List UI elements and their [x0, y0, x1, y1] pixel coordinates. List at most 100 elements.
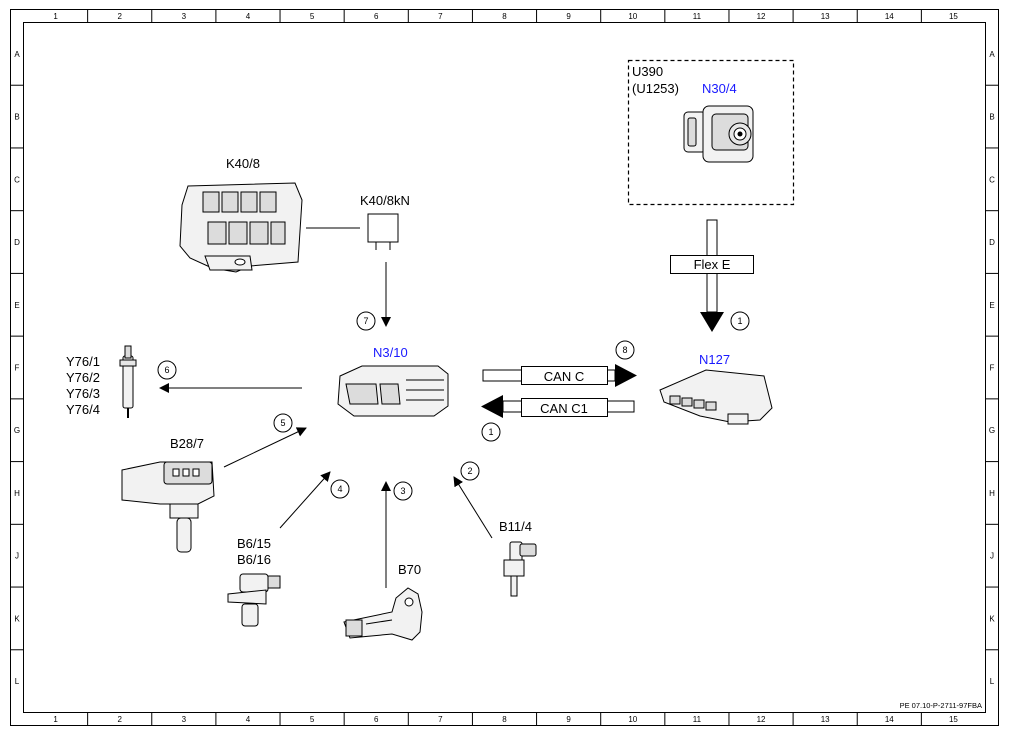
column-label-bottom: 7	[438, 715, 443, 724]
column-label-top: 11	[693, 12, 702, 21]
can-c1-box	[521, 398, 608, 417]
b11-marker-text: 2	[467, 466, 472, 476]
column-label-bottom: 9	[566, 715, 571, 724]
b28-marker	[273, 413, 293, 433]
inner-frame	[23, 22, 986, 713]
row-label-right: E	[989, 301, 994, 310]
row-label-left: K	[14, 614, 20, 623]
column-label-bottom: 11	[693, 715, 702, 724]
y76-1-label: Y76/1	[66, 354, 100, 369]
column-label-top: 5	[310, 12, 315, 21]
b11-4-label: B11/4	[499, 519, 532, 534]
u390-label: U390	[632, 64, 663, 79]
column-label-bottom: 14	[885, 715, 894, 724]
column-label-bottom: 2	[117, 715, 122, 724]
u390-alt-label: (U1253)	[632, 81, 679, 96]
n3-10-label: N3/10	[373, 345, 408, 360]
k40-8-label: K40/8	[226, 156, 260, 171]
n30-4-camera-icon	[683, 105, 754, 163]
column-label-bottom: 4	[246, 715, 251, 724]
row-label-left: H	[14, 489, 20, 498]
b70-label: B70	[398, 562, 421, 577]
column-label-top: 9	[566, 12, 571, 21]
row-label-left: L	[15, 677, 20, 686]
row-label-right: C	[989, 175, 995, 184]
row-label-right: G	[989, 426, 995, 435]
n30-4-label: N30/4	[702, 81, 737, 96]
column-label-bottom: 6	[374, 715, 379, 724]
row-label-right: L	[990, 677, 995, 686]
b6-marker	[330, 479, 350, 499]
b70-marker-text: 3	[400, 486, 405, 496]
can-c1-marker	[481, 422, 501, 442]
column-label-bottom: 8	[502, 715, 507, 724]
y76-injector-icon	[119, 345, 137, 418]
b28-marker-text: 5	[280, 418, 285, 428]
column-label-top: 4	[246, 12, 251, 21]
row-label-right: K	[989, 614, 995, 623]
row-label-left: G	[14, 426, 20, 435]
row-label-right: H	[989, 489, 995, 498]
can-c1-marker-text: 1	[488, 427, 493, 437]
flex-e-box	[670, 255, 754, 274]
outer-frame	[10, 9, 999, 726]
column-label-bottom: 1	[53, 715, 58, 724]
b70-marker	[393, 481, 413, 501]
row-label-left: J	[15, 552, 19, 561]
flex-e-label: Flex E	[694, 257, 731, 272]
row-label-left: F	[15, 364, 20, 373]
b6-to-n3-arrow	[279, 471, 331, 529]
k40-8kn-relay-icon	[367, 213, 399, 250]
row-label-right: J	[990, 552, 994, 561]
row-label-left: C	[14, 175, 20, 184]
can-c1-label: CAN C1	[540, 401, 588, 416]
n127-module-icon	[659, 369, 773, 425]
y76-marker-text: 6	[164, 365, 169, 375]
can-c-marker	[615, 340, 635, 360]
can-c-marker-text: 8	[622, 345, 627, 355]
n127-label: N127	[699, 352, 730, 367]
column-label-top: 14	[885, 12, 894, 21]
column-label-top: 1	[53, 12, 58, 21]
column-label-top: 2	[117, 12, 122, 21]
k40-8-fusebox-icon	[179, 182, 303, 273]
column-label-top: 15	[949, 12, 958, 21]
can-c-label: CAN C	[544, 369, 584, 384]
row-label-right: F	[990, 364, 995, 373]
row-label-left: B	[14, 113, 19, 122]
column-label-bottom: 3	[182, 715, 187, 724]
column-label-top: 8	[502, 12, 507, 21]
b70-sensor-icon	[343, 587, 423, 641]
flex-e-marker	[730, 311, 750, 331]
row-label-left: A	[14, 50, 20, 59]
flex-e-marker-text: 1	[737, 316, 742, 326]
k40-marker	[356, 311, 376, 331]
y76-4-label: Y76/4	[66, 402, 100, 417]
flex-e-bus-arrow	[700, 219, 724, 332]
column-label-bottom: 15	[949, 715, 958, 724]
row-label-left: E	[14, 301, 19, 310]
column-label-bottom: 12	[757, 715, 766, 724]
b11-4-sensor-icon	[503, 541, 537, 597]
b28-to-n3-arrow	[223, 427, 307, 468]
b6-16-label: B6/16	[237, 552, 271, 567]
column-label-bottom: 5	[310, 715, 315, 724]
row-label-right: B	[989, 113, 994, 122]
frame-grid: 1122334455667788991010111112121313141415…	[10, 9, 999, 726]
can-c-box	[521, 366, 608, 385]
b28-7-sensor-icon	[121, 461, 215, 553]
row-label-left: D	[14, 238, 20, 247]
column-label-top: 7	[438, 12, 443, 21]
b6-15-label: B6/15	[237, 536, 271, 551]
document-reference: PE 07.10-P-2711-97FBA	[900, 701, 982, 710]
column-label-top: 3	[182, 12, 187, 21]
row-label-right: D	[989, 238, 995, 247]
column-label-bottom: 13	[821, 715, 830, 724]
column-label-top: 6	[374, 12, 379, 21]
column-label-bottom: 10	[628, 715, 637, 724]
n3-10-ecu-icon	[337, 365, 449, 417]
column-label-top: 13	[821, 12, 830, 21]
b28-7-label: B28/7	[170, 436, 204, 451]
u390-group-box	[627, 59, 795, 206]
